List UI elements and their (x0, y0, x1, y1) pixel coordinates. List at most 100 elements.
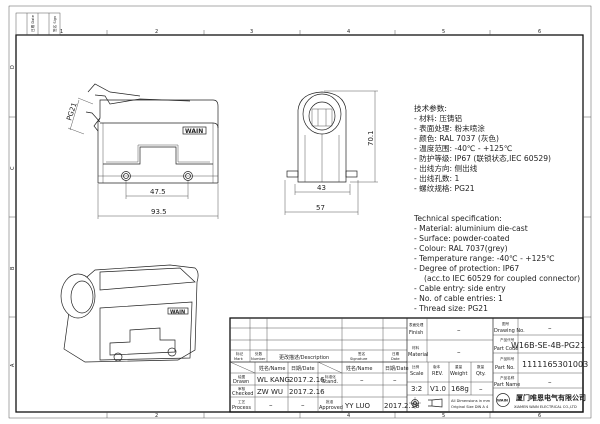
checked-cn: 审核 (238, 386, 246, 391)
zone-col-3: 3 (250, 29, 253, 35)
checked-label: Checked (232, 391, 253, 397)
process-cn: 工艺 (238, 399, 246, 404)
part-name-value: – (548, 378, 552, 386)
zone-col-6-bottom: 6 (538, 413, 541, 419)
rev-value: V1.0 (430, 385, 446, 393)
name-header: 姓名/Name (259, 365, 285, 372)
date-header-2: 日期/Date (385, 366, 409, 372)
stand-label: Stand. (322, 379, 339, 385)
date-header: 日期/Date (291, 366, 315, 372)
process-date: – (301, 401, 305, 409)
zone-row-c: C (10, 166, 16, 170)
spec-en-line: - No. of cable entries: 1 (414, 294, 503, 303)
spec-cn-line: - 出线孔数: 1 (414, 173, 460, 183)
spec-en-line: - Cable entry: side entry (414, 284, 506, 293)
approved-name: YY LUO (344, 402, 370, 410)
part-code-cn: 产品代号 (500, 337, 515, 342)
weight-label: Weight (450, 371, 467, 377)
part-no-cn: 产品料号 (500, 356, 515, 361)
corner-box: 日期 Date 签名 Sign (15, 12, 61, 36)
company-name-en: XIAMEN WAIN ELECTRICAL CO.,LTD (514, 405, 577, 409)
approved-label: Approved (319, 405, 343, 411)
zone-col-1: 1 (60, 29, 63, 35)
number-label: Number (251, 357, 266, 361)
side-screw-left (286, 170, 299, 178)
spec-en-line: - Degree of protection: IP67 (414, 264, 519, 273)
zone-col-4: 4 (347, 29, 350, 35)
zone-col-5: 5 (442, 29, 445, 35)
spec-en-title: Technical specification: (413, 214, 502, 223)
spec-en-line: (acc.to IEC 60529 for coupled connector) (424, 274, 580, 283)
dims-note: All Dimensions in mm (451, 399, 491, 403)
stand-cn: 标准化 (325, 374, 336, 379)
spec-en: Technical specification: - Material: alu… (413, 214, 580, 313)
mark-label: Mark (234, 357, 244, 361)
zone-col-6: 6 (538, 29, 541, 35)
signature-cn: 签名 (358, 351, 366, 356)
spec-en-line: - Thread size: PG21 (414, 304, 488, 313)
drawing-no-cn: 图号 (502, 321, 510, 326)
zone-row-a: A (10, 363, 16, 367)
spec-en-line: - Surface: powder-coated (414, 234, 510, 243)
finish-cn: 表面处理 (409, 322, 424, 327)
drawn-name: WL KANG (257, 376, 290, 384)
dim-holes-label: 47.5 (150, 188, 166, 196)
side-view: 43 57 70.1 (284, 90, 378, 215)
signature-label: Signature (350, 357, 368, 361)
qty-cn: 数量 (477, 364, 485, 369)
description-label: 更改描述/Description (279, 354, 329, 361)
drawn-label: Drawn (233, 379, 249, 385)
isometric-view: WAIN (60, 264, 199, 363)
approved-date: 2017.2.16 (384, 402, 420, 410)
process-name: – (269, 401, 273, 409)
zone-col-5-bottom: 5 (442, 413, 445, 419)
part-code-value: W16B-SE-4B-PG21 (511, 341, 585, 350)
spec-cn-line: - 出线方向: 侧出线 (414, 163, 478, 173)
scale-value: 3:2 (411, 385, 422, 393)
weight-cn: 重量 (455, 364, 463, 369)
side-screw-right (345, 170, 358, 178)
stand-date: – (393, 376, 397, 384)
finish-label: Finish (409, 330, 423, 336)
scale-cn: 比例 (412, 364, 420, 369)
rev-label: REV. (432, 371, 443, 377)
spec-en-line: - Colour: RAL 7037(grey) (414, 244, 508, 253)
spec-cn-line: - 螺纹规格: PG21 (414, 183, 475, 193)
part-code-label: Part Code (494, 346, 518, 352)
dim-height-label: 70.1 (367, 130, 375, 146)
dim-inner-label: 43 (317, 184, 326, 192)
drawn-cn: 绘图 (238, 374, 246, 379)
drawing-no-label: Drawing No. (494, 328, 525, 334)
finish-value: – (457, 326, 461, 334)
process-label: Process (232, 405, 251, 411)
drawn-date: 2017.2.16 (289, 376, 325, 384)
mark-cn: 标记 (236, 351, 244, 356)
front-view: WAIN 47.5 93.5 PG21 (65, 83, 219, 219)
spec-cn-line: - 防护等级: IP67 (联锁状态,IEC 60529) (414, 153, 551, 163)
zone-col-4-bottom: 4 (347, 413, 350, 419)
part-name-label: Part Name (494, 382, 520, 388)
front-logo-text: WAIN (185, 128, 203, 135)
approved-cn: 批准 (326, 399, 334, 404)
stand-name: – (360, 376, 364, 384)
drawing-no-value: – (548, 324, 552, 332)
dim-width-label: 57 (316, 204, 325, 212)
zone-markers: 1 2 3 4 5 6 2 4 5 6 D C B A (9, 29, 591, 419)
zone-row-b: B (10, 266, 16, 270)
material-label: Material (408, 352, 428, 358)
zone-row-d: D (10, 65, 16, 69)
checked-date: 2017.2.16 (289, 388, 325, 396)
date-label: Date (391, 357, 400, 361)
corner-sign-label: 签名 Sign (52, 16, 57, 32)
weight-value: 168g (451, 385, 469, 393)
spec-cn-line: - 材料: 压铸铝 (414, 113, 462, 123)
first-angle-projection-icon (409, 397, 443, 409)
spec-cn: 技术参数: - 材料: 压铸铝 - 表面处理: 粉末喷涂 - 颜色: RAL 7… (414, 103, 551, 193)
iso-logo-text: WAIN (170, 310, 185, 316)
part-name-cn: 产品名称 (500, 375, 515, 380)
spec-cn-line: - 温度范围: -40℃ - +125℃ (414, 143, 512, 153)
dim-length-label: 93.5 (151, 208, 167, 216)
front-logo-badge (182, 126, 207, 135)
date-cn: 日期 (392, 351, 400, 356)
